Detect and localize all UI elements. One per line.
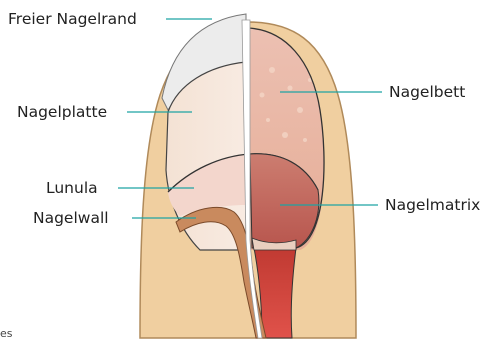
footer-fragment: es: [0, 328, 13, 340]
label-nagelbett: Nagelbett: [389, 83, 465, 101]
label-nagelplatte: Nagelplatte: [17, 103, 107, 121]
label-freier-nagelrand: Freier Nagelrand: [8, 10, 137, 28]
label-lunula: Lunula: [46, 179, 98, 197]
label-nagelwall: Nagelwall: [33, 209, 109, 227]
label-nagelmatrix: Nagelmatrix: [385, 196, 480, 214]
